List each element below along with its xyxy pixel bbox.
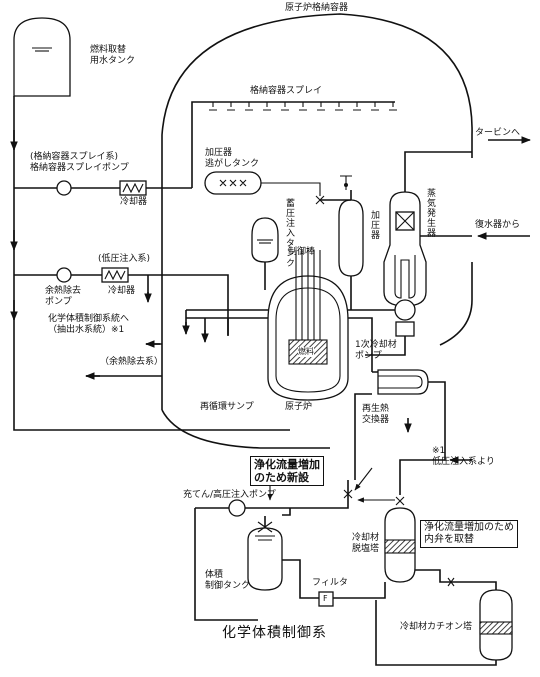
pressurizer (338, 199, 364, 277)
volume-control-tank (247, 521, 283, 591)
label-charging-pump: 充てん/高圧注入ポンプ (183, 490, 276, 500)
accumulator-tank (251, 217, 279, 263)
label-spray-system: (格納容器スプレイ系) 格納容器スプレイポンプ (30, 152, 129, 173)
label-steam-generator: 蒸気発生器 (425, 188, 435, 238)
label-fuel: 燃料 (298, 347, 314, 357)
label-pressurizer: 加圧器 (369, 210, 379, 240)
reactor-vessel (267, 250, 349, 401)
rwst-line (13, 96, 290, 431)
label-demineralizer: 冷却材 脱塩塔 (352, 533, 380, 554)
label-refueling-water-tank: 燃料取替 用水タンク (90, 45, 136, 66)
pressurizer-relief-tank (204, 171, 262, 195)
refueling-water-tank (13, 17, 71, 97)
label-from-low-pressure-injection: ※1 低圧注入系より (432, 446, 495, 467)
charging-pump (228, 499, 246, 517)
label-filter-symbol: F (323, 594, 328, 603)
label-accumulator: 蓄圧注入タンク (284, 198, 294, 268)
label-rhr-pump: 余熱除去 ポンプ (45, 286, 82, 307)
label-containment-vessel: 原子炉格納容器 (285, 3, 349, 13)
label-control-rod: 制御棒 (288, 247, 316, 257)
label-pressurizer-relief-tank: 加圧器 逃がしタンク (205, 148, 260, 169)
label-cation-tower: 冷却材カチオン塔 (400, 622, 473, 632)
diagram-title: 化学体積制御系 (222, 625, 327, 641)
label-primary-coolant-pump: 1次冷却材 ポンプ (355, 340, 397, 361)
containment-spray-pump (56, 180, 72, 196)
label-low-pressure-injection: (低圧注入系) (98, 254, 151, 264)
filter (318, 591, 334, 607)
label-containment-spray: 格納容器スプレイ (250, 86, 323, 96)
label-regenerative-hx: 再生熱 交換器 (362, 404, 390, 425)
containment-vessel-lower (161, 262, 473, 449)
label-purification-new: 浄化流量増加 のため新設 (250, 456, 324, 486)
regenerative-heat-exchanger (377, 369, 429, 395)
coolant-demineralizer (384, 507, 416, 583)
rhr-pump (56, 267, 72, 283)
primary-coolant-pump (394, 299, 416, 337)
containment-vessel-outline (161, 13, 473, 410)
label-from-condenser: 復水器から (475, 220, 521, 230)
label-filter: フィルタ (312, 578, 348, 588)
label-to-turbine: タービンへ (475, 128, 521, 138)
label-rhr-cooler: 冷却器 (108, 286, 136, 296)
label-reactor: 原子炉 (285, 402, 313, 412)
label-spray-cooler: 冷却器 (120, 197, 148, 207)
spray-header (191, 101, 397, 188)
label-recirculation-sump: 再循環サンプ (200, 402, 254, 412)
label-cvcs-letdown: 化学体積制御系統へ （抽出水系統）※1 (48, 314, 130, 335)
label-rhr-system: （余熱除去系） (100, 357, 164, 367)
cation-demineralizer (479, 589, 513, 661)
label-valve-replace: 浄化流量増加のため 内弁を取替 (420, 520, 518, 548)
label-volume-control-tank: 体積 制御タンク (205, 570, 251, 591)
steam-generator (383, 191, 427, 307)
